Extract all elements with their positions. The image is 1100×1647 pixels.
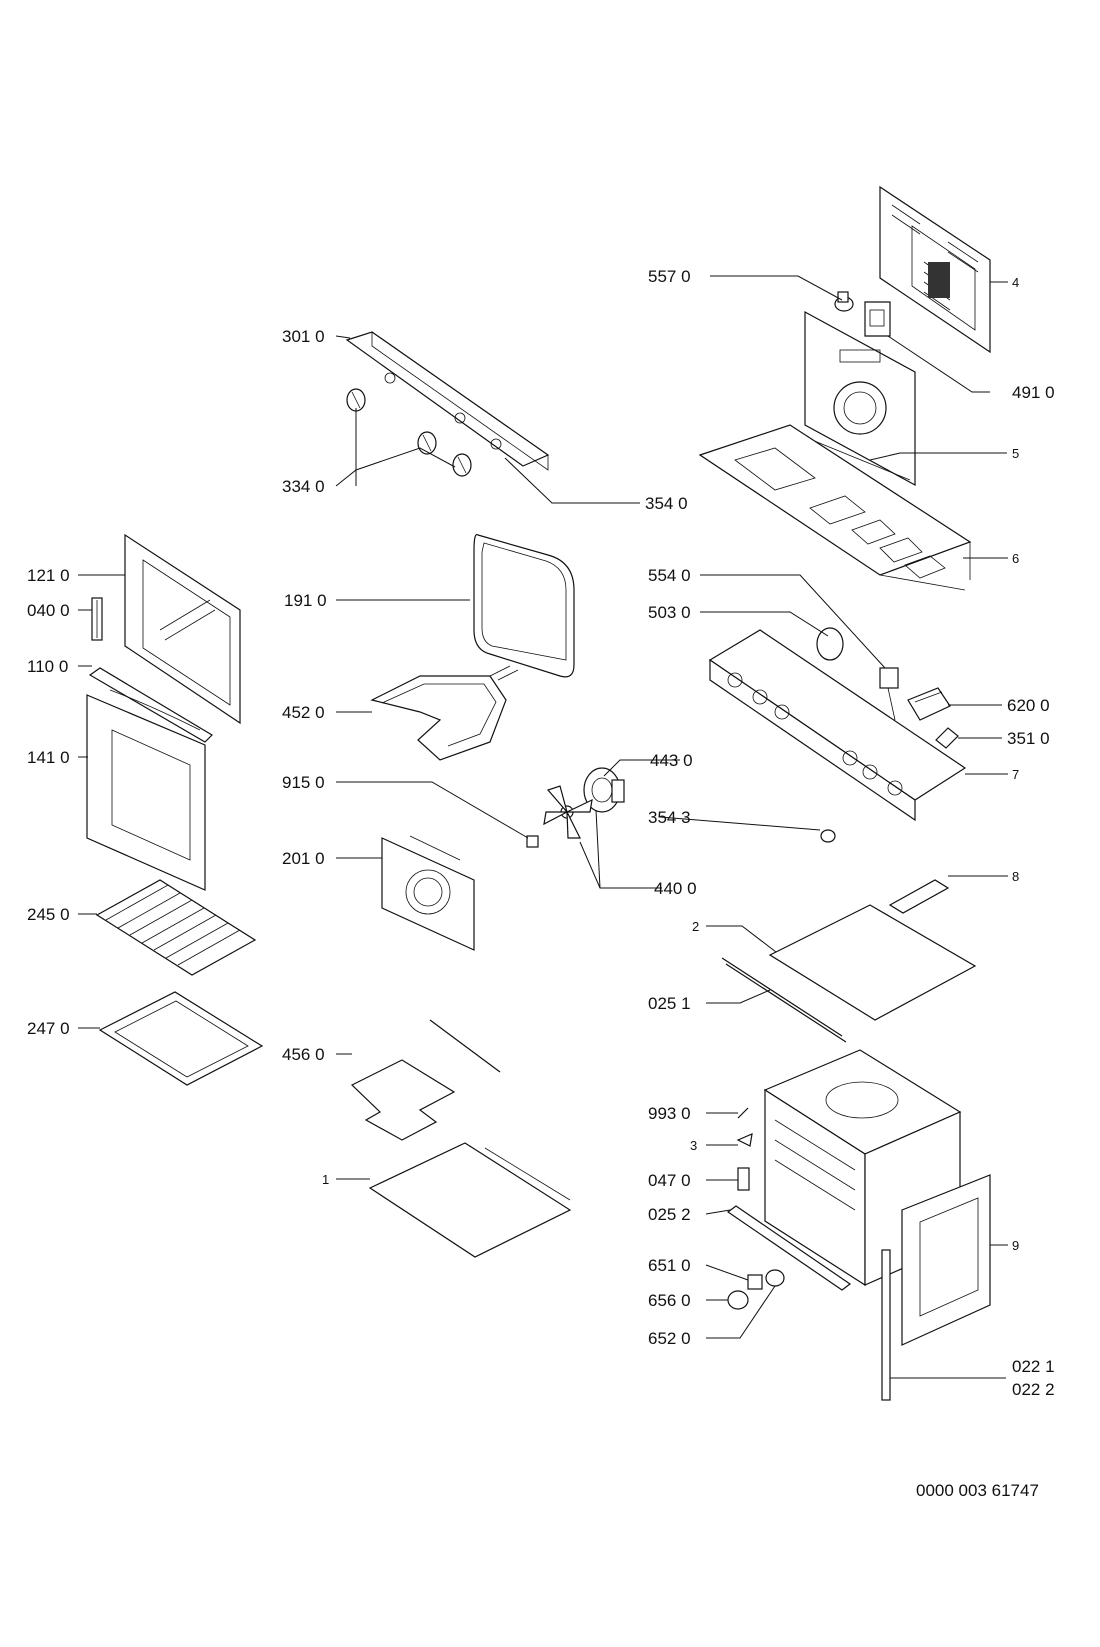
callout-7: 7 [1012, 767, 1019, 782]
callout-3: 3 [690, 1138, 697, 1153]
callout-3010: 301 0 [282, 327, 325, 346]
callout-3340: 334 0 [282, 477, 325, 496]
part-lamp-cover-6560 [727, 1290, 749, 1310]
part-terminal-block-6200 [907, 687, 951, 721]
callout-4910: 491 0 [1012, 383, 1055, 402]
part-strip-0221 [881, 1249, 891, 1401]
part-baking-tray-2470 [98, 991, 264, 1086]
part-thermostat-5540 [879, 667, 899, 721]
part-bottom-element-4560 [350, 1019, 501, 1141]
callout-9150: 915 0 [282, 773, 325, 792]
part-top-panel-6 [698, 424, 972, 591]
part-knobs-3340 [346, 388, 472, 477]
part-pin-3543 [820, 829, 836, 843]
callout-6200: 620 0 [1007, 696, 1050, 715]
part-back-wall-5 [804, 310, 916, 487]
part-top-element-4520 [370, 665, 519, 761]
part-door-glass-1410 [86, 694, 206, 891]
part-side-panel-9 [901, 1174, 991, 1346]
part-timer-5030 [816, 627, 844, 661]
part-lamp-holder-6520 [765, 1269, 785, 1287]
part-fan-motor-4430 [583, 767, 625, 813]
callout-4430: 443 0 [650, 751, 693, 770]
part-cavity-plate-2 [768, 904, 977, 1021]
callout-8: 8 [1012, 869, 1019, 884]
part-bar-8 [888, 879, 950, 914]
part-door-seal-1910 [473, 533, 575, 678]
part-rail-0251 [721, 957, 847, 1043]
part-hinge-0400 [91, 597, 103, 641]
callout-3543: 354 3 [648, 808, 691, 827]
callout-4560: 456 0 [282, 1045, 325, 1064]
callout-6: 6 [1012, 551, 1019, 566]
callout-0400: 040 0 [27, 601, 70, 620]
part-wire-rack-2450 [95, 879, 257, 976]
diagram-id: 0000 003 61747 [916, 1481, 1039, 1500]
callout-3540: 354 0 [645, 494, 688, 513]
part-screw-9930 [737, 1107, 749, 1119]
callout-4: 4 [1012, 275, 1019, 290]
callout-5030: 503 0 [648, 603, 691, 622]
callout-0222: 022 2 [1012, 1380, 1055, 1399]
callout-5: 5 [1012, 446, 1019, 461]
part-rail-0252 [726, 1205, 852, 1291]
callout-0470: 047 0 [648, 1171, 691, 1190]
callout-0252: 025 2 [648, 1205, 691, 1224]
callout-6560: 656 0 [648, 1291, 691, 1310]
part-door-frame-1210 [124, 533, 241, 725]
callout-2470: 247 0 [27, 1019, 70, 1038]
callout-0251: 025 1 [648, 994, 691, 1013]
part-rear-panel-4 [879, 185, 991, 354]
callout-6520: 652 0 [648, 1329, 691, 1348]
callout-4400: 440 0 [654, 879, 697, 898]
callout-labels: 557 0 4 301 0 491 0 5 334 0 354 0 6 121 … [27, 267, 1055, 1399]
callout-1100: 110 0 [27, 657, 68, 676]
callout-6510: 651 0 [648, 1256, 691, 1275]
callout-1: 1 [322, 1172, 329, 1187]
callout-3510: 351 0 [1007, 729, 1050, 748]
part-fan-cover-2010 [381, 835, 475, 951]
callout-5570: 557 0 [648, 267, 691, 286]
callout-2450: 245 0 [27, 905, 70, 924]
callout-1910: 191 0 [284, 591, 327, 610]
part-fan-blade-4400 [543, 785, 593, 839]
callout-0221: 022 1 [1012, 1357, 1055, 1376]
part-lamp-6510 [747, 1274, 763, 1290]
callout-2010: 201 0 [282, 849, 325, 868]
part-clip-3 [736, 1133, 753, 1147]
part-switch-4910 [864, 301, 891, 337]
callout-9930: 993 0 [648, 1104, 691, 1123]
part-cavity-9 [763, 1049, 962, 1287]
part-door-handle-1100 [88, 667, 213, 743]
part-thermostat-5570 [834, 291, 854, 312]
part-control-housing-7 [708, 629, 967, 822]
callout-5540: 554 0 [648, 566, 691, 585]
callout-1410: 141 0 [27, 748, 70, 767]
part-control-panel-3010 [345, 331, 550, 471]
callout-9: 9 [1012, 1238, 1019, 1253]
part-bracket-0470 [737, 1167, 750, 1191]
part-nut-9150 [526, 835, 539, 848]
leader-lines [78, 275, 1008, 1379]
part-bottom-plate-1 [368, 1142, 572, 1258]
callout-4520: 452 0 [282, 703, 325, 722]
part-lamp-3510 [935, 727, 959, 749]
callout-2: 2 [692, 919, 699, 934]
callout-1210: 121 0 [27, 566, 70, 585]
